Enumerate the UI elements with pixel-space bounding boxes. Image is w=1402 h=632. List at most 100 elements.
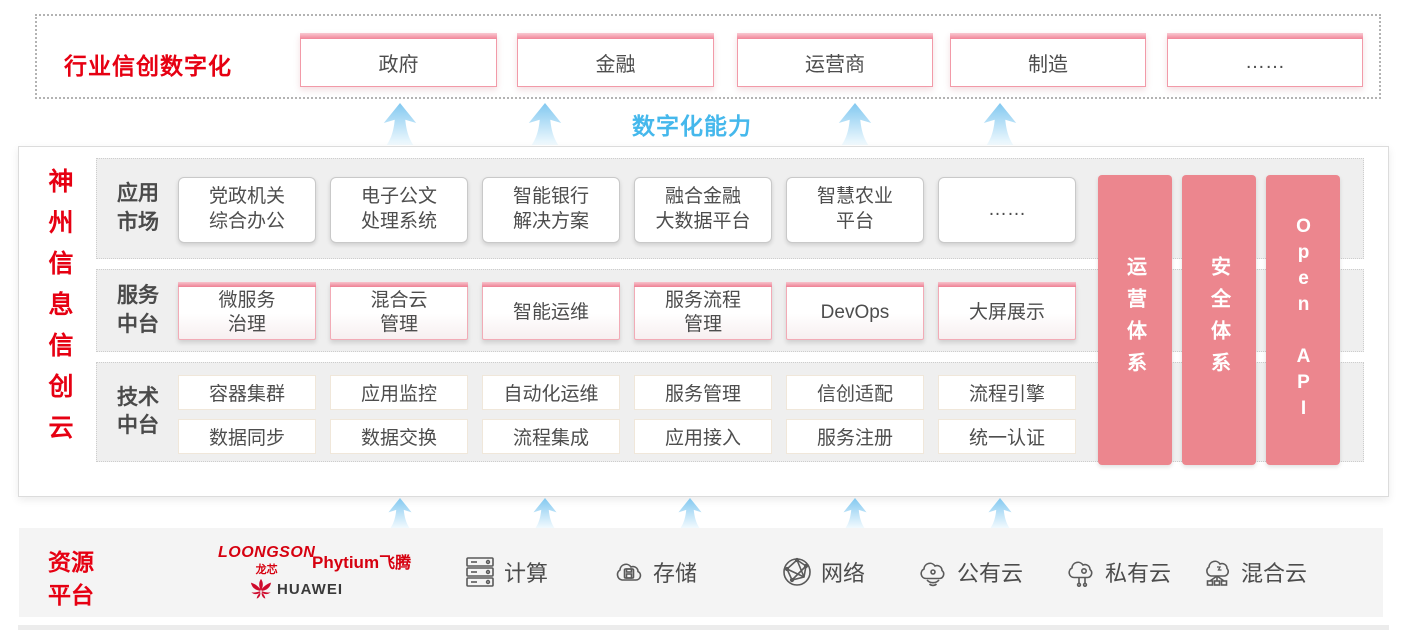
service-item-label: 服务流程 管理 (664, 289, 741, 335)
tech-platform-label: 技术 中台 (117, 385, 159, 437)
app-item-more: …… (938, 177, 1076, 243)
resource-item-compute: 计算 (463, 555, 548, 589)
industry-box-accent-bar (517, 33, 714, 39)
resource-item-label: 网络 (821, 561, 866, 586)
resource-item-public-cloud: 公有云 (916, 555, 1023, 589)
industry-box-label: …… (1245, 50, 1285, 73)
app-item: 融合金融 大数据平台 (634, 177, 772, 243)
side-bar-label: 运营体系 (1123, 256, 1146, 384)
resource-item-storage: 存储 (612, 555, 697, 589)
tech-item: 服务管理 (634, 375, 772, 410)
service-item-label: 大屏展示 (968, 301, 1045, 323)
resource-item-private-cloud: 私有云 (1064, 555, 1171, 589)
industry-box-government: 政府 (300, 33, 497, 87)
storage-cloud-icon (616, 563, 642, 581)
capability-label: 数字化能力 (632, 113, 752, 139)
resource-item-label: 私有云 (1105, 561, 1172, 586)
private-cloud-icon (1068, 561, 1093, 587)
phytium-logo-cn: 飞腾 (379, 555, 412, 572)
tech-platform-items-bottom: 数据同步 数据交换 流程集成 应用接入 服务注册 统一认证 (178, 419, 1076, 454)
service-item: 服务流程 管理 (634, 282, 772, 340)
resource-item-label: 存储 (653, 561, 698, 586)
up-arrow-icon (838, 103, 872, 145)
up-arrow-icon (528, 103, 562, 145)
service-item: 智能运维 (482, 282, 620, 340)
service-item-accent-bar (330, 282, 468, 287)
up-arrow-icon (533, 498, 557, 528)
tech-item: 容器集群 (178, 375, 316, 410)
compute-server-icon (466, 557, 494, 587)
tech-item: 统一认证 (938, 419, 1076, 454)
service-platform-items: 微服务 治理 混合云 管理 智能运维 服务流程 管理 DevOps 大屏展示 (178, 282, 1076, 340)
tech-item: 自动化运维 (482, 375, 620, 410)
industry-box-label: 政府 (378, 53, 419, 76)
app-market-label: 应用 市场 (117, 182, 159, 234)
tech-item: 数据同步 (178, 419, 316, 454)
side-bar-security-system: 安全体系 (1182, 175, 1256, 465)
industry-box-operator: 运营商 (737, 33, 933, 87)
huawei-flower-icon (250, 578, 272, 599)
tech-item: 流程集成 (482, 419, 620, 454)
tech-item: 流程引擎 (938, 375, 1076, 410)
app-item: 党政机关 综合办公 (178, 177, 316, 243)
tech-item: 应用接入 (634, 419, 772, 454)
side-bar-label: Open API (1293, 216, 1314, 424)
service-item-accent-bar (482, 282, 620, 287)
industry-box-accent-bar (300, 33, 497, 39)
industry-box-manufacturing: 制造 (950, 33, 1146, 87)
industry-box-finance: 金融 (517, 33, 714, 87)
app-market-items: 党政机关 综合办公 电子公文 处理系统 智能银行 解决方案 融合金融 大数据平台… (178, 177, 1076, 243)
up-arrow-icon (388, 498, 412, 528)
side-bar-operation-system: 运营体系 (1098, 175, 1172, 465)
hybrid-cloud-icon (1206, 560, 1229, 586)
service-item: 大屏展示 (938, 282, 1076, 340)
service-item-label: 微服务 治理 (218, 289, 276, 335)
service-item-label: DevOps (820, 301, 890, 323)
up-arrow-icon (843, 498, 867, 528)
tech-item: 应用监控 (330, 375, 468, 410)
public-cloud-icon (920, 562, 945, 587)
tech-item: 信创适配 (786, 375, 924, 410)
side-bar-open-api: Open API (1266, 175, 1340, 465)
service-item-accent-bar (786, 282, 924, 287)
resource-item-hybrid-cloud: 混合云 (1200, 555, 1307, 589)
bottom-divider (18, 625, 1389, 630)
tech-item: 服务注册 (786, 419, 924, 454)
up-arrow-icon (678, 498, 702, 528)
loongson-logo-cn: 龙芯 (255, 564, 278, 576)
up-arrow-icon (383, 103, 417, 145)
side-bar-label: 安全体系 (1207, 256, 1230, 384)
industry-box-more: …… (1167, 33, 1363, 87)
tech-item: 数据交换 (330, 419, 468, 454)
tech-platform-items-top: 容器集群 应用监控 自动化运维 服务管理 信创适配 流程引擎 (178, 375, 1076, 410)
resource-item-label: 计算 (504, 561, 549, 586)
phytium-logo: Phytium飞腾 (312, 549, 411, 573)
service-platform-label: 服务 中台 (117, 284, 159, 336)
industry-box-accent-bar (1167, 33, 1363, 39)
loongson-logo: LOONGSON 龙芯 (218, 544, 315, 577)
app-item: 智慧农业 平台 (786, 177, 924, 243)
service-item-accent-bar (938, 282, 1076, 287)
app-item: 智能银行 解决方案 (482, 177, 620, 243)
huawei-logo: HUAWEI (250, 578, 343, 600)
industry-box-accent-bar (950, 33, 1146, 39)
resource-item-label: 公有云 (957, 561, 1024, 586)
platform-vertical-title: 神州信息信创云 (45, 168, 73, 455)
industry-band-title: 行业信创数字化 (64, 53, 232, 79)
industry-digitalization-band: 行业信创数字化 (35, 14, 1381, 99)
industry-box-label: 金融 (595, 53, 636, 76)
app-item: 电子公文 处理系统 (330, 177, 468, 243)
industry-box-accent-bar (737, 33, 933, 39)
phytium-logo-text: Phytium (312, 553, 380, 572)
resource-platform-label: 资源 平台 (48, 549, 94, 609)
huawei-logo-text: HUAWEI (277, 580, 343, 598)
up-arrow-icon (988, 498, 1012, 528)
service-item: 混合云 管理 (330, 282, 468, 340)
service-item: DevOps (786, 282, 924, 340)
service-item-label: 混合云 管理 (370, 289, 428, 335)
resource-platform-band (19, 528, 1383, 617)
resource-item-label: 混合云 (1241, 561, 1308, 586)
network-globe-icon (783, 557, 811, 586)
service-item-label: 智能运维 (512, 301, 589, 323)
